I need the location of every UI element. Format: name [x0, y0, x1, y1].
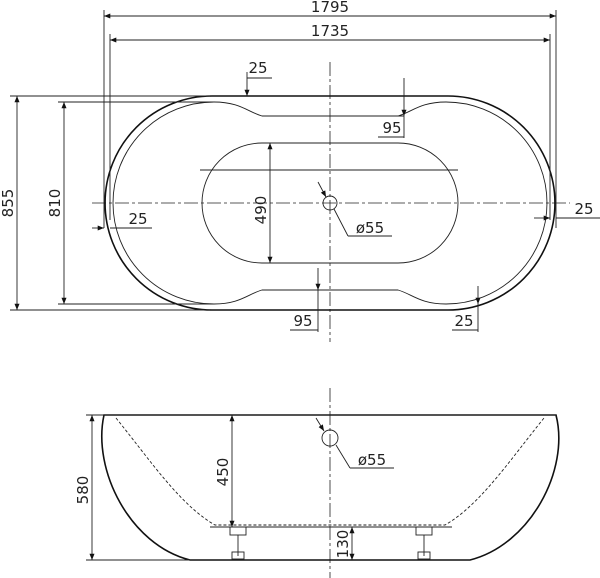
leader-drain	[317, 181, 327, 198]
label-inner-length: 1735	[311, 22, 349, 40]
leader-drain-ext	[333, 208, 349, 237]
label-inner-depth: 450	[214, 458, 232, 487]
label-rim-right: 25	[574, 200, 593, 218]
inner-rim	[112, 101, 548, 305]
leader-overflow	[315, 417, 325, 432]
label-overall-length: 1795	[311, 0, 349, 16]
overflow-hole	[321, 429, 339, 447]
side-view: ø55 580 450 130	[74, 388, 560, 578]
label-overflow: ø55	[358, 451, 386, 469]
label-neck-top: 95	[382, 119, 401, 137]
leader-overflow-ext	[335, 444, 351, 469]
foot-right	[415, 526, 433, 560]
foot-left	[229, 526, 247, 560]
basin-floor	[201, 142, 459, 264]
label-rim-bottom: 25	[454, 312, 473, 330]
top-view: 1795 1735 855 810 490 25 95 25	[0, 0, 600, 342]
label-height: 580	[74, 476, 92, 505]
label-drain: ø55	[356, 219, 384, 237]
label-inner-width: 810	[46, 189, 64, 218]
inner-cavity	[115, 417, 545, 526]
label-basin-width: 490	[252, 196, 270, 225]
label-neck-bottom: 95	[293, 312, 312, 330]
tub-shell	[101, 414, 560, 561]
label-rim-left: 25	[128, 210, 147, 228]
drain-hole	[322, 195, 338, 211]
label-feet-height: 130	[334, 530, 352, 559]
label-rim-top: 25	[248, 59, 267, 77]
outer-rim	[104, 95, 556, 311]
label-overall-width: 855	[0, 189, 17, 218]
